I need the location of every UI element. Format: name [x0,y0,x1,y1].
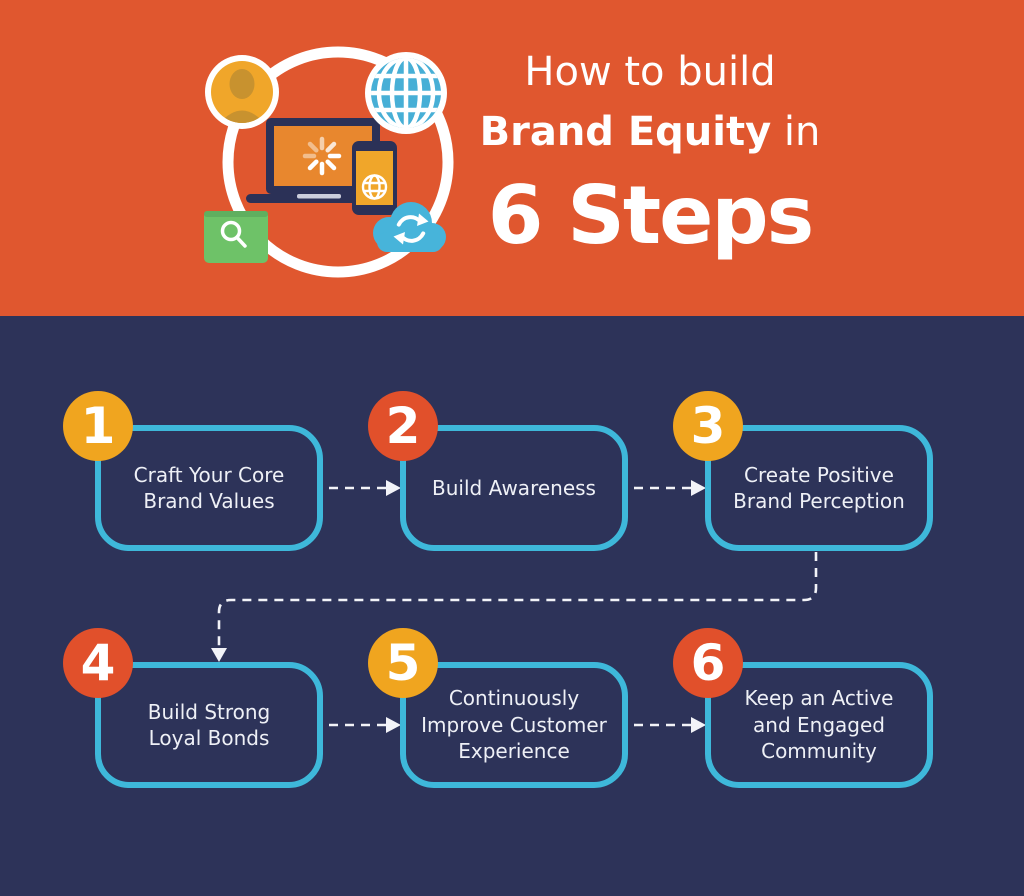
step-1-label: Craft Your Core Brand Values [133,462,285,513]
step-4-badge: 4 [63,628,133,698]
arrowhead-5-6 [691,717,706,733]
smartphone-icon [352,141,397,215]
step-3-badge: 3 [673,391,743,461]
header-title: How to build Brand Equity in 6 Steps [430,46,870,260]
step-4-label: Build Strong Loyal Bonds [147,699,271,750]
step-3-box: 3 Create Positive Brand Perception [673,391,933,551]
step-4-box: 4 Build Strong Loyal Bonds [63,628,323,788]
step-1-badge: 1 [63,391,133,461]
title-line-3: 6 Steps [487,169,815,262]
globe-icon [365,52,447,134]
step-2-box: 2 Build Awareness [368,391,628,551]
step-5-number: 5 [385,634,421,692]
user-avatar-icon [205,55,279,129]
search-icon [204,211,268,263]
step-5-badge: 5 [368,628,438,698]
step-5-label: Continuously Improve Customer Experience [421,686,607,764]
step-1-number: 1 [80,397,116,455]
header: How to build Brand Equity in 6 Steps [0,0,1024,316]
arrowhead-1-2 [386,480,401,496]
connector-3-4 [217,552,818,646]
step-2-badge: 2 [368,391,438,461]
step-5-box: 5 Continuously Improve Customer Experien… [368,628,628,788]
cloud-sync-icon [373,202,446,252]
arrowhead-3-4 [211,648,227,662]
step-2-number: 2 [385,397,421,455]
step-6-badge: 6 [673,628,743,698]
step-3-label: Create Positive Brand Perception [733,462,905,513]
title-line-1: How to build [524,49,776,95]
flow-connectors [211,480,818,733]
flow-section: 1 Craft Your Core Brand Values 2 Build A… [0,316,1024,896]
step-2-label: Build Awareness [432,475,596,500]
step-6-number: 6 [690,634,726,692]
circle-ring-icon [222,46,454,278]
phone-globe-icon [361,174,388,200]
step-3-number: 3 [690,397,726,455]
title-in: in [771,109,821,155]
title-brand-equity: Brand Equity [479,109,772,155]
step-1-box: 1 Craft Your Core Brand Values [63,391,323,551]
step-6-box: 6 Keep an Active and Engaged Community [673,628,933,788]
header-illustration [204,46,454,278]
step-6-label: Keep an Active and Engaged Community [744,686,894,764]
title-line-2: Brand Equity in [430,106,870,158]
arrowhead-4-5 [386,717,401,733]
step-4-number: 4 [80,634,116,692]
arrowhead-2-3 [691,480,706,496]
loading-spinner-icon [302,136,342,176]
